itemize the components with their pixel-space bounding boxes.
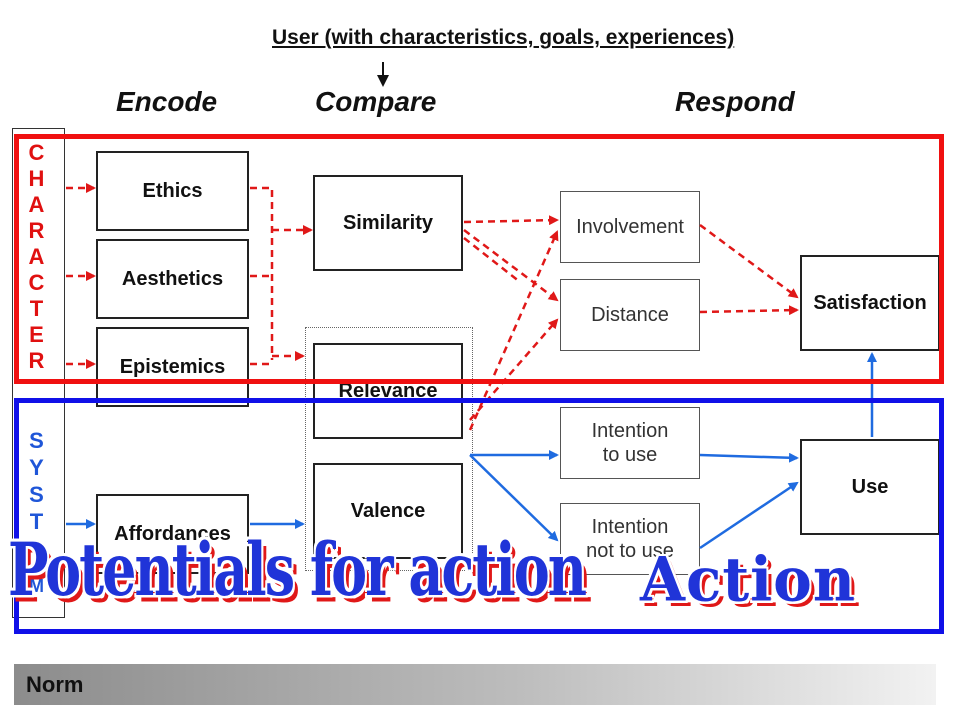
sys-letter-t: T bbox=[29, 509, 44, 534]
arrow-intention-use bbox=[699, 452, 799, 463]
box-distance: Distance bbox=[560, 279, 700, 351]
phase-encode: Encode bbox=[116, 86, 218, 117]
char-letter-e: E bbox=[29, 322, 44, 347]
arrow-rel-distance bbox=[469, 318, 559, 421]
sys-letter-s: S bbox=[29, 428, 44, 453]
box-relevance: Relevance bbox=[313, 343, 463, 439]
system-frame bbox=[14, 398, 944, 634]
box-aesthetics: Aesthetics bbox=[96, 239, 249, 319]
char-letter-r2: R bbox=[28, 348, 45, 373]
arrow-intention-not-use bbox=[699, 481, 799, 550]
char-letter-a: A bbox=[28, 192, 45, 217]
user-title: User (with characteristics, goals, exper… bbox=[272, 26, 735, 49]
arrow-sim-involvement bbox=[463, 215, 559, 226]
box-valence: Valence bbox=[313, 463, 463, 559]
box-affordances: Affordances bbox=[96, 494, 249, 574]
action-label: Action bbox=[640, 544, 856, 616]
char-letter-t: T bbox=[29, 296, 44, 321]
char-letter-c2: C bbox=[28, 270, 45, 295]
sys-letter-s2: S bbox=[29, 482, 44, 507]
box-use: Use bbox=[800, 439, 940, 535]
box-similarity: Similarity bbox=[313, 175, 463, 271]
norm-label: Norm bbox=[26, 672, 84, 697]
char-letter-c: C bbox=[28, 140, 45, 165]
box-involvement: Involvement bbox=[560, 191, 700, 263]
box-intention-not-to-use: Intention not to use bbox=[560, 503, 700, 575]
arrow-rel-involvement bbox=[468, 230, 559, 431]
sys-letter-y: Y bbox=[29, 455, 44, 480]
char-letter-h: H bbox=[28, 166, 45, 191]
char-letter-a2: A bbox=[28, 244, 45, 269]
connector-ethics bbox=[250, 186, 274, 360]
arrow-sim-distance bbox=[463, 229, 559, 302]
arrow-involvement-satisfaction bbox=[699, 223, 799, 299]
potentials-for-action-label: Potentials for action bbox=[8, 526, 587, 613]
character-frame bbox=[14, 134, 944, 384]
sys-letter-m: M bbox=[29, 576, 44, 596]
box-intention-to-use: Intention to use bbox=[560, 407, 700, 479]
arrow-to-intention-not-use bbox=[469, 454, 559, 542]
character-system-column bbox=[12, 128, 65, 618]
box-epistemics: Epistemics bbox=[96, 327, 249, 407]
norm-bar: Norm bbox=[14, 664, 936, 705]
box-ethics: Ethics bbox=[96, 151, 249, 231]
phase-compare: Compare bbox=[315, 86, 437, 117]
phase-respond: Respond bbox=[675, 86, 795, 117]
box-satisfaction: Satisfaction bbox=[800, 255, 940, 351]
compare-group bbox=[305, 327, 473, 571]
char-letter-r: R bbox=[28, 218, 45, 243]
arrow-distance-satisfaction bbox=[699, 305, 799, 316]
